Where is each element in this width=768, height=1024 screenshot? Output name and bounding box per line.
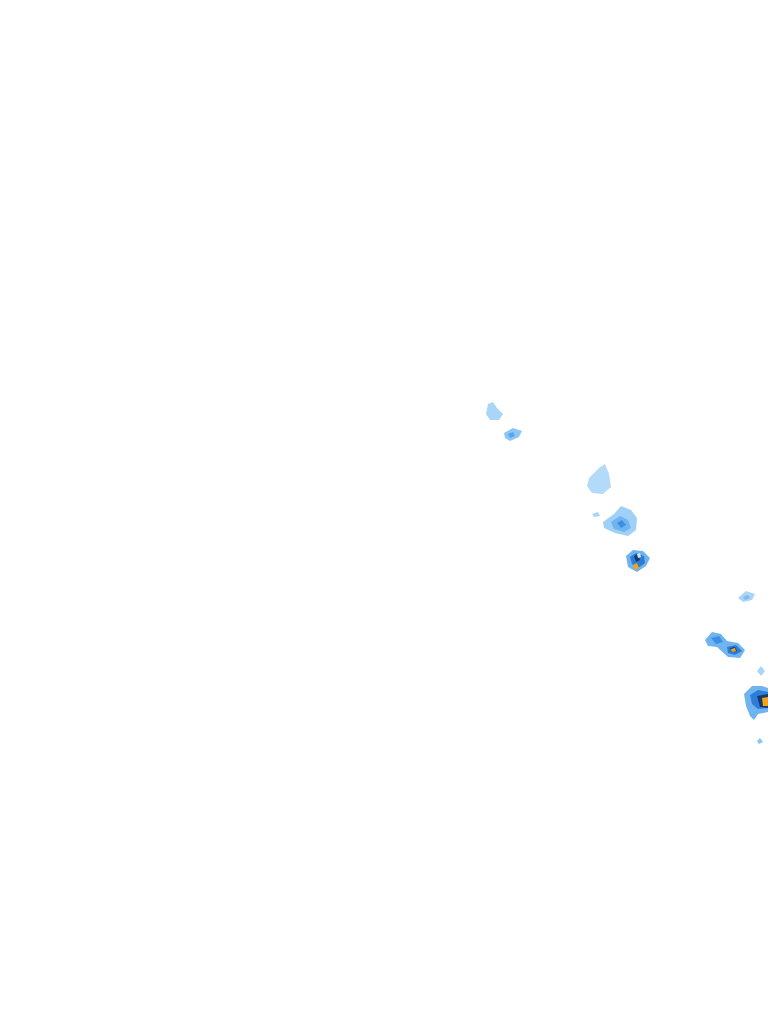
rain-echo-light — [486, 402, 503, 420]
rain-echo-speck — [592, 512, 600, 517]
rain-echo-cluster-1 — [486, 402, 503, 420]
rain-echo-light-inner — [637, 553, 641, 558]
rain-echo-heavy — [711, 636, 723, 644]
rain-echo-light — [705, 632, 745, 658]
rain-echo-cluster-3 — [587, 464, 611, 494]
rain-echo-medium — [743, 595, 750, 600]
rain-echo-speck — [757, 738, 763, 744]
rain-echo-intense — [762, 697, 768, 706]
rain-echo-cluster-7 — [705, 632, 745, 658]
rain-echo-medium — [508, 432, 515, 438]
rain-echo-cluster-4 — [592, 506, 637, 536]
rain-echo-cluster-2 — [504, 428, 522, 441]
rain-echo-intense — [731, 648, 736, 652]
rain-echo-intense — [633, 563, 639, 570]
rain-echo-cluster-8 — [744, 666, 768, 744]
rain-echo-cluster-5 — [626, 550, 650, 572]
rain-echo-cluster-6 — [738, 591, 755, 602]
rain-echo-speck — [757, 666, 765, 676]
rain-echo-light — [587, 464, 611, 494]
rain-echo-heavy — [617, 520, 626, 528]
